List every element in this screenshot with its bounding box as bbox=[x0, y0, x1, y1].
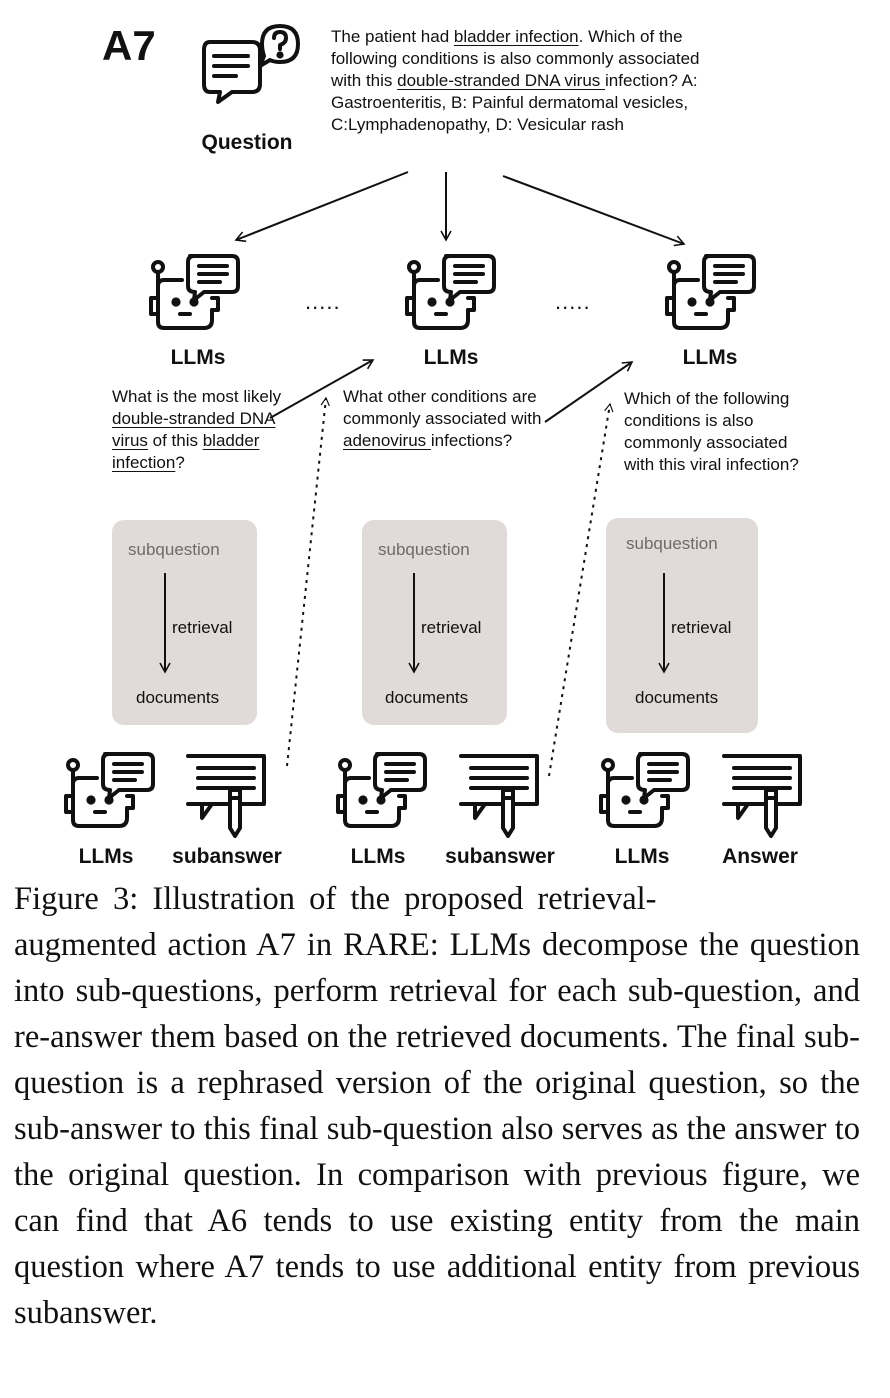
subanswer-icon bbox=[459, 754, 539, 838]
arrow-subquestion-to-llm bbox=[269, 359, 375, 419]
question-text-underlined: double-stranded DNA virus bbox=[397, 71, 606, 90]
subquestion-text-segment: What other conditions are commonly assoc… bbox=[343, 387, 542, 428]
question-text-segment: infection? A: Gastroenteritis, B: Painfu… bbox=[331, 71, 698, 134]
robot-icon bbox=[665, 254, 756, 330]
retrieval-box bbox=[112, 520, 257, 725]
box-subquestion-label: subquestion bbox=[626, 534, 718, 553]
llm-label: LLMs bbox=[423, 346, 479, 369]
box-documents-label: documents bbox=[385, 688, 469, 707]
diagram-canvas bbox=[64, 24, 802, 838]
subquestion-text-segment: ? bbox=[175, 453, 185, 472]
box-documents-label: documents bbox=[635, 688, 719, 707]
box-retrieval-label: retrieval bbox=[421, 618, 482, 637]
answer-label: Answer bbox=[722, 845, 798, 868]
subquestion-text: What other conditions are commonly assoc… bbox=[343, 386, 553, 452]
question-text-segment: . Which of the following conditions is a… bbox=[331, 27, 700, 90]
arrow-subquestion-to-llm bbox=[544, 361, 634, 423]
robot-icon bbox=[599, 752, 690, 828]
caption-lead: Figure 3: Illustration of the proposed r… bbox=[14, 881, 657, 917]
subquestion-text: Which of the following conditions is als… bbox=[624, 388, 809, 476]
llm-label: LLMs bbox=[78, 845, 134, 868]
figure-diagram: A7 Question The patient had bladder infe… bbox=[64, 22, 809, 868]
arrow-question-to-llm-3 bbox=[502, 175, 686, 247]
subquestion-text-underlined: bladder infection bbox=[112, 431, 260, 472]
llm-label: LLMs bbox=[350, 845, 406, 868]
subanswer-icon bbox=[186, 754, 266, 838]
question-text: The patient had bladder infection. Which… bbox=[331, 26, 731, 136]
figure-caption: Figure 3: Illustration of the proposed r… bbox=[14, 876, 860, 1336]
subquestion-text-underlined: adenovirus bbox=[343, 431, 431, 450]
retrieval-box bbox=[362, 520, 507, 725]
action-title: A7 bbox=[102, 22, 156, 69]
question-text-underlined: bladder infection bbox=[453, 27, 579, 46]
question-icon bbox=[202, 24, 300, 104]
ellipsis-dots: ..... bbox=[305, 289, 341, 314]
subquestion-text-underlined: double-stranded DNA virus bbox=[112, 409, 276, 450]
subquestion-text-segment: Which of the following conditions is als… bbox=[624, 389, 799, 474]
robot-icon bbox=[149, 254, 240, 330]
arrow-question-to-llm-1 bbox=[234, 171, 409, 243]
subanswer-label: subanswer bbox=[445, 845, 555, 868]
robot-icon bbox=[405, 254, 496, 330]
box-retrieval-label: retrieval bbox=[172, 618, 233, 637]
box-subquestion-label: subquestion bbox=[128, 540, 220, 559]
subquestion-text-segment: of this bbox=[147, 431, 203, 450]
dotted-arrow-subanswer-feedback bbox=[548, 402, 614, 777]
question-text-segment: The patient had bbox=[331, 27, 454, 46]
subquestion-text: What is the most likely double-stranded … bbox=[112, 386, 292, 474]
subanswer-label: subanswer bbox=[172, 845, 282, 868]
robot-icon bbox=[336, 752, 427, 828]
dotted-arrow-subanswer-feedback bbox=[286, 396, 330, 767]
box-documents-label: documents bbox=[136, 688, 220, 707]
llm-label: LLMs bbox=[682, 346, 738, 369]
llm-label: LLMs bbox=[614, 845, 670, 868]
subquestion-text-segment: infections? bbox=[430, 431, 513, 450]
box-retrieval-label: retrieval bbox=[671, 618, 732, 637]
caption-body: augmented action A7 in RARE: LLMs decomp… bbox=[14, 927, 860, 1331]
llm-label: LLMs bbox=[170, 346, 226, 369]
answer-icon bbox=[722, 754, 802, 838]
box-subquestion-label: subquestion bbox=[378, 540, 470, 559]
question-label: Question bbox=[201, 131, 293, 154]
subquestion-text-segment: What is the most likely bbox=[112, 387, 282, 406]
robot-icon bbox=[64, 752, 155, 828]
retrieval-box bbox=[606, 518, 758, 733]
ellipsis-dots: ..... bbox=[555, 289, 591, 314]
